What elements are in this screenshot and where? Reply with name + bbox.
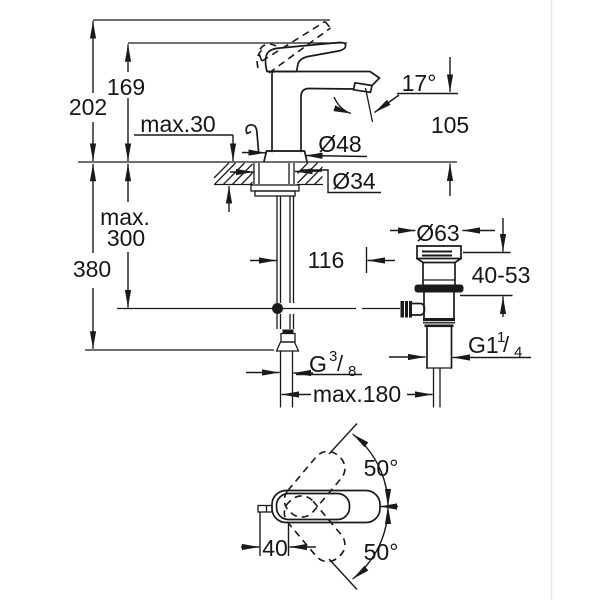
dim-max-depth-value: 300 xyxy=(107,225,145,251)
top-view: 50° 50° 40 xyxy=(241,423,399,590)
thread-g114-label: G1 1 / 4 xyxy=(468,329,522,361)
handle-front-tab xyxy=(257,504,273,513)
dim-clamp-range: 40-53 xyxy=(472,262,531,288)
aerator xyxy=(352,81,373,94)
g114-prefix: G1 xyxy=(468,332,499,358)
handle-offset-dimension xyxy=(241,512,316,556)
g38-slash: / xyxy=(337,351,344,376)
dim-spray-angle: 17° xyxy=(402,70,437,96)
drain-flange xyxy=(414,284,464,293)
g38-fitting xyxy=(275,329,300,352)
rod-ball-joint xyxy=(272,303,283,314)
dim-overall-height: 202 xyxy=(69,94,107,120)
counter-hatch xyxy=(213,162,323,185)
g114-slash: / xyxy=(503,332,510,357)
reference-lines xyxy=(78,19,457,351)
handle-plan-view xyxy=(257,489,381,524)
dia-shank: Ø34 xyxy=(332,168,376,194)
dia-drain-cap: Ø63 xyxy=(416,220,459,246)
drain-knob xyxy=(400,301,412,318)
faucet-base xyxy=(263,150,308,163)
dim-outlet-height: 105 xyxy=(431,112,469,138)
dim-handle-offset: 40 xyxy=(262,535,288,561)
thread-g38-label: G 3 / 8 xyxy=(309,348,356,380)
dimension-lines xyxy=(89,21,531,398)
g38-denominator: 8 xyxy=(348,363,356,380)
dim-spout-reach: 116 xyxy=(308,247,345,273)
lever-handle-raised xyxy=(256,20,332,74)
pop-up-rod xyxy=(245,123,260,152)
dim-max-rod-length: max.180 xyxy=(313,381,401,407)
g114-numerator: 1 xyxy=(497,329,505,346)
linkage-rod xyxy=(117,303,400,314)
side-view: 202 169 max.30 17° 105 Ø48 Ø34 max. 300 … xyxy=(69,19,531,408)
g38-numerator: 3 xyxy=(329,348,337,365)
dim-max-depth-word: max. xyxy=(100,204,150,230)
angle-lower: 50° xyxy=(364,539,399,565)
dia-base: Ø48 xyxy=(318,131,361,157)
swivel-angle-annotation xyxy=(328,423,398,590)
g38-prefix: G xyxy=(309,351,327,377)
drain-assembly xyxy=(400,245,464,408)
mounting-shank xyxy=(250,163,300,197)
lever-handle xyxy=(264,41,347,73)
angle-upper: 50° xyxy=(364,455,399,481)
handle-rotated-up xyxy=(283,450,346,518)
dim-total-depth: 380 xyxy=(73,256,111,282)
handle-rotated-down xyxy=(283,495,346,563)
supply-pipes xyxy=(276,196,295,408)
g114-denominator: 4 xyxy=(514,344,522,361)
dim-max-deck-thickness: max.30 xyxy=(140,111,215,137)
dim-handle-height: 169 xyxy=(107,74,145,100)
